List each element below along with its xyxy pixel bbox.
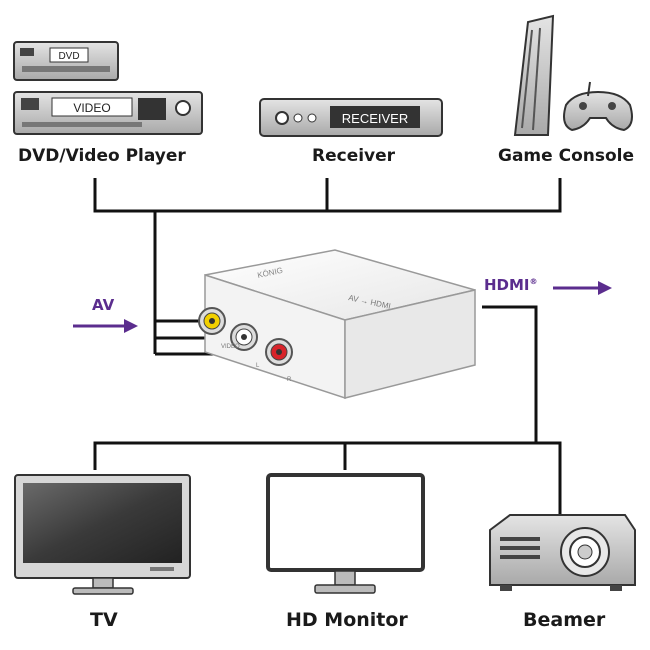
tv-label: TV: [90, 609, 118, 631]
game-console-label: Game Console: [498, 146, 634, 166]
receiver-icon: RECEIVER: [259, 98, 443, 137]
hd-monitor-label: HD Monitor: [286, 609, 408, 631]
tv-icon: [14, 474, 191, 595]
receiver-screen-text: RECEIVER: [342, 111, 408, 126]
av-signal-label: AV: [92, 296, 115, 314]
registered-mark: ®: [529, 277, 538, 286]
audio-left-jack: [230, 323, 258, 351]
audio-right-jack: [265, 338, 293, 366]
av-arrow: [73, 319, 138, 333]
vcr-screen-text: VIDEO: [73, 101, 110, 115]
display-bus-line: [93, 441, 562, 515]
hdmi-arrow: [553, 281, 612, 295]
jack-label-video: VIDEO: [221, 344, 240, 350]
av-to-hdmi-adapter: KÖNIG AV → HDMI VIDEO L R: [198, 249, 476, 400]
hdmi-text: HDMI: [484, 276, 530, 294]
dvd-player-icon: DVD VIDEO: [13, 41, 203, 135]
jack-label-left: L: [256, 363, 260, 369]
hdmi-output-line: [482, 305, 538, 443]
beamer-icon: [489, 514, 636, 591]
video-jack: [198, 307, 226, 335]
hdmi-signal-label: HDMI®: [484, 276, 538, 294]
jack-label-right: R: [287, 377, 292, 383]
hd-monitor-icon: [266, 473, 425, 594]
beamer-label: Beamer: [523, 609, 606, 631]
receiver-label: Receiver: [312, 146, 396, 166]
game-console-icon: [513, 14, 633, 136]
dvd-screen-text: DVD: [58, 51, 79, 62]
source-bus-line: [93, 178, 562, 213]
dvd-video-player-label: DVD/Video Player: [18, 146, 186, 166]
